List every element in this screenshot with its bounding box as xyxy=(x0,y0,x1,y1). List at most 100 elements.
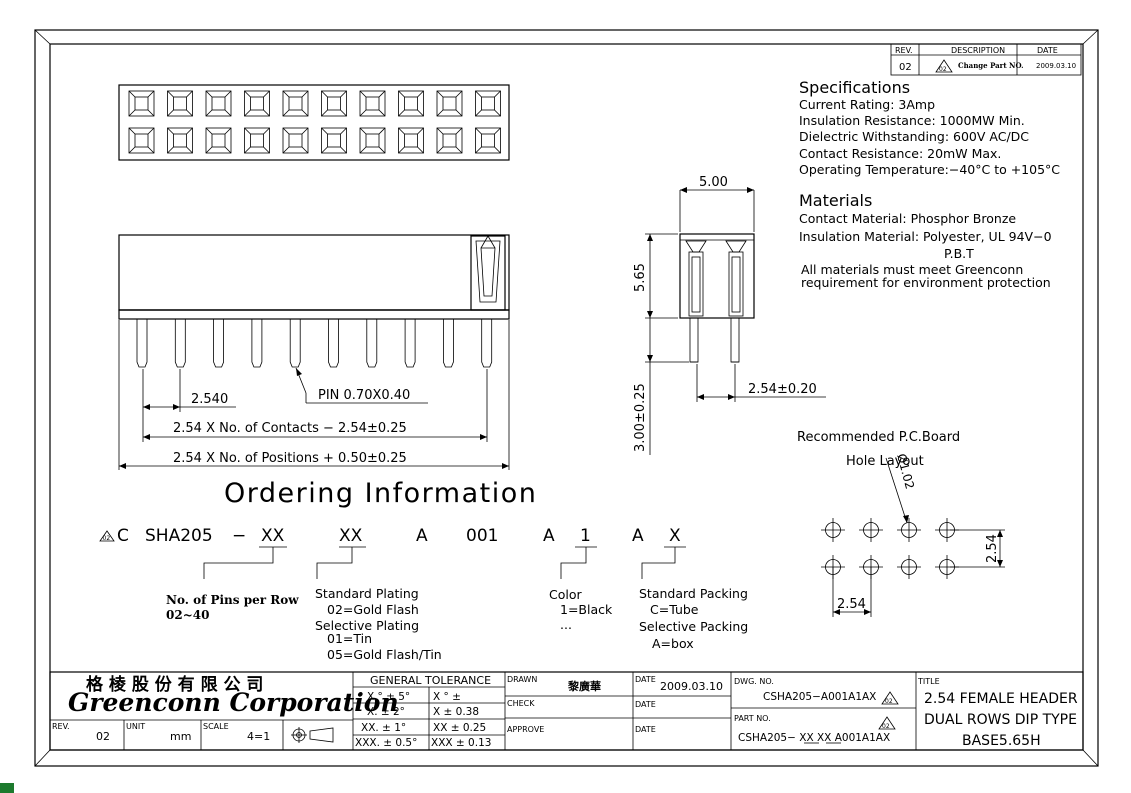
svg-text:A: A xyxy=(632,526,644,546)
svg-text:Selective Packing: Selective Packing xyxy=(639,619,748,634)
svg-text:Dielectric Withstanding: 600V: Dielectric Withstanding: 600V AC/DC xyxy=(799,129,1029,144)
svg-text:4=1: 4=1 xyxy=(247,730,270,743)
svg-text:DUAL ROWS DIP TYPE: DUAL ROWS DIP TYPE xyxy=(924,712,1077,728)
svg-text:02: 02 xyxy=(103,535,111,542)
svg-text:Recommended P.C.Board: Recommended P.C.Board xyxy=(797,430,960,445)
top-view-cell xyxy=(359,90,386,117)
top-view-cell xyxy=(282,90,309,117)
svg-text:5.00: 5.00 xyxy=(699,175,728,190)
side-view xyxy=(679,233,755,363)
svg-text:BASE5.65H: BASE5.65H xyxy=(962,733,1041,749)
part-rev-triangle-icon xyxy=(878,716,896,730)
front-view-pin xyxy=(251,319,263,368)
ordering-triangle-icon xyxy=(99,530,115,542)
pcb-hole xyxy=(821,518,845,542)
svg-text:2009.03.10: 2009.03.10 xyxy=(1036,62,1076,70)
svg-text:XX ± 0.25: XX ± 0.25 xyxy=(433,722,486,734)
svg-text:...: ... xyxy=(560,617,572,632)
front-view-pin xyxy=(289,319,301,368)
svg-text:Hole Layout: Hole Layout xyxy=(846,454,924,469)
svg-text:No. of Pins per Row: No. of Pins per Row xyxy=(166,593,299,607)
svg-text:02: 02 xyxy=(882,723,890,730)
svg-text:XXX. ± 0.5°: XXX. ± 0.5° xyxy=(355,737,417,749)
svg-text:Specifications: Specifications xyxy=(799,78,910,97)
ordering-information: Ordering Information 02 C SHA205 − XX XX… xyxy=(99,478,748,662)
svg-text:1: 1 xyxy=(580,526,591,546)
svg-text:001: 001 xyxy=(466,526,498,546)
projection-symbol-icon xyxy=(291,727,334,743)
dwg-rev-triangle-icon xyxy=(881,691,899,705)
top-view-cell xyxy=(398,127,424,154)
top-view-cell xyxy=(167,127,193,154)
svg-text:5.65: 5.65 xyxy=(633,263,648,292)
svg-text:UNIT: UNIT xyxy=(126,722,145,731)
svg-text:A=box: A=box xyxy=(652,636,694,651)
svg-text:X. ± 2°: X. ± 2° xyxy=(367,706,405,718)
front-view xyxy=(118,234,510,368)
svg-text:Standard Packing: Standard Packing xyxy=(639,586,748,601)
svg-text:01=Tin: 01=Tin xyxy=(327,631,372,646)
top-view-cell xyxy=(321,127,347,154)
svg-text:C: C xyxy=(117,526,129,546)
front-view-pin xyxy=(366,319,378,368)
svg-text:格 棱 股 份 有 限 公 司: 格 棱 股 份 有 限 公 司 xyxy=(86,674,263,695)
svg-text:2.54±0.20: 2.54±0.20 xyxy=(748,382,817,397)
corner-marker xyxy=(0,783,14,793)
svg-text:CSHA205−A001A1AX: CSHA205−A001A1AX xyxy=(763,691,876,703)
front-view-pin xyxy=(404,319,416,368)
svg-text:02: 02 xyxy=(939,66,947,73)
svg-text:mm: mm xyxy=(170,730,191,743)
top-view-cell xyxy=(321,90,347,117)
svg-text:XX: XX xyxy=(339,526,363,546)
svg-text:Contact Resistance: 20mW Max.: Contact Resistance: 20mW Max. xyxy=(799,146,1001,161)
svg-text:DESCRIPTION: DESCRIPTION xyxy=(951,46,1005,55)
top-view-cell xyxy=(436,127,463,154)
svg-text:X ± 0.38: X ± 0.38 xyxy=(433,706,479,718)
svg-text:XX: XX xyxy=(261,526,285,546)
top-view-cell xyxy=(244,127,270,154)
svg-text:GENERAL TOLERANCE: GENERAL TOLERANCE xyxy=(370,674,491,687)
front-view-pin xyxy=(213,319,224,368)
revision-block: REV. DESCRIPTION DATE 02 02 Change Part … xyxy=(890,43,1082,76)
svg-text:2.54: 2.54 xyxy=(837,597,866,612)
svg-text:X: X xyxy=(669,526,681,546)
svg-text:A: A xyxy=(543,526,555,546)
svg-text:REV.: REV. xyxy=(895,46,913,55)
svg-text:Ordering Information: Ordering Information xyxy=(224,478,537,509)
svg-text:Standard Plating: Standard Plating xyxy=(315,586,419,601)
svg-text:2.54 FEMALE HEADER: 2.54 FEMALE HEADER xyxy=(924,691,1078,707)
svg-text:黎廣華: 黎廣華 xyxy=(568,679,601,693)
top-view-cell xyxy=(128,90,155,117)
svg-text:DATE: DATE xyxy=(635,700,656,709)
svg-text:Color: Color xyxy=(549,587,582,602)
revision-triangle-icon xyxy=(935,59,953,73)
svg-text:XX. ± 1°: XX. ± 1° xyxy=(361,722,406,734)
specifications-block: Specifications Current Rating: 3Amp Insu… xyxy=(799,78,1060,177)
front-view-pin xyxy=(481,319,493,368)
svg-text:REV.: REV. xyxy=(52,722,70,731)
svg-text:Current Rating: 3Amp: Current Rating: 3Amp xyxy=(799,97,935,112)
svg-text:1=Black: 1=Black xyxy=(560,602,613,617)
svg-text:requirement for environment pr: requirement for environment protection xyxy=(801,275,1051,290)
front-view-pin xyxy=(328,319,339,368)
svg-text:−: − xyxy=(232,526,246,546)
svg-text:02: 02 xyxy=(899,62,912,73)
pcb-layout: Recommended P.C.Board Hole Layout Ø1.02 … xyxy=(797,430,1005,617)
svg-text:A: A xyxy=(416,526,428,546)
pcb-hole xyxy=(897,555,921,579)
svg-text:2.54 X No. of Contacts − 2.54±: 2.54 X No. of Contacts − 2.54±0.25 xyxy=(173,421,407,436)
svg-text:PIN 0.70X0.40: PIN 0.70X0.40 xyxy=(318,388,410,403)
svg-text:PART NO.: PART NO. xyxy=(734,714,771,723)
svg-text:CSHA205− XX XX A001A1AX: CSHA205− XX XX A001A1AX xyxy=(738,732,890,744)
title-block: 格 棱 股 份 有 限 公 司 Greenconn Corporation RE… xyxy=(49,671,1084,751)
svg-text:P.B.T: P.B.T xyxy=(944,246,974,261)
side-dimensions: 5.00 5.65 3.00±0.25 2.54±0.20 xyxy=(633,175,826,455)
top-view-cell xyxy=(475,127,501,154)
front-view-pin xyxy=(174,319,186,368)
top-view-cell xyxy=(475,90,501,117)
top-view-cell xyxy=(398,90,424,117)
svg-text:Insulation Resistance: 1000MW: Insulation Resistance: 1000MW Min. xyxy=(799,113,1025,128)
svg-text:Change Part NO.: Change Part NO. xyxy=(958,61,1024,70)
svg-text:Materials: Materials xyxy=(799,191,872,210)
